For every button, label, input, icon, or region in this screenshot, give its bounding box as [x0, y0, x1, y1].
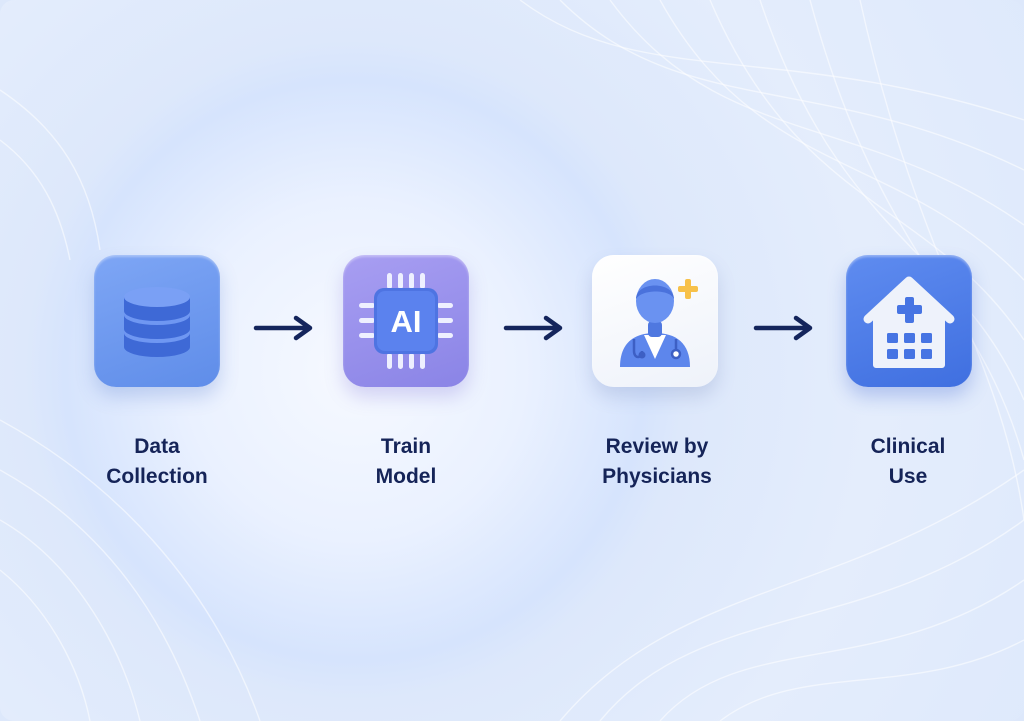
data-collection-label-line2: Collection [106, 465, 208, 488]
ai-chip-label: AI [391, 304, 422, 339]
hospital-icon [863, 276, 955, 368]
arrow-3-icon [753, 315, 813, 341]
data-collection-label: Data Collection [57, 432, 257, 492]
arrow-2-icon [503, 315, 563, 341]
clinical-use-label-line2: Use [888, 465, 928, 488]
train-model-label-line2: Model [375, 465, 437, 488]
train-model-label: Train Model [306, 432, 506, 492]
arrow-1-icon [253, 315, 313, 341]
clinical-use-tile [846, 255, 972, 387]
review-physicians-label-line1: Review by [605, 435, 709, 458]
train-model-tile: AI [343, 255, 469, 387]
review-physicians-label: Review by Physicians [557, 432, 757, 492]
clinical-use-label-line1: Clinical [870, 435, 946, 458]
train-model-label-line1: Train [380, 435, 432, 458]
physician-icon [620, 279, 698, 367]
review-physicians-tile [592, 255, 718, 387]
ai-chip-icon: AI [359, 273, 453, 369]
clinical-use-label: Clinical Use [808, 432, 1008, 492]
review-physicians-label-line2: Physicians [602, 465, 712, 488]
data-collection-label-line1: Data [134, 435, 180, 458]
database-icon [124, 287, 190, 357]
data-collection-tile [94, 255, 220, 387]
